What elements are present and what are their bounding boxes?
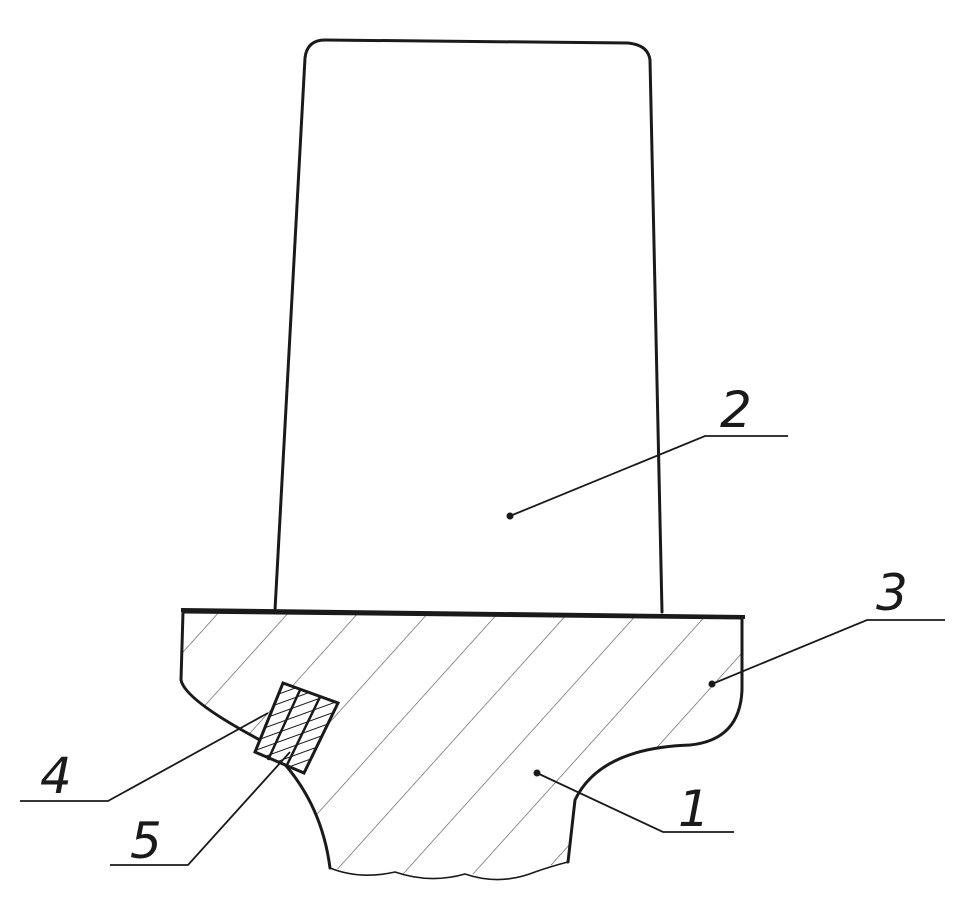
label-root: 1 bbox=[678, 780, 710, 838]
label-blade: 2 bbox=[720, 381, 752, 439]
blade-airfoil bbox=[273, 38, 664, 614]
label-insert-inner: 5 bbox=[130, 812, 162, 870]
label-platform: 3 bbox=[876, 564, 908, 622]
insert-assembly bbox=[253, 681, 341, 775]
label-insert-outer: 4 bbox=[40, 747, 72, 805]
leader-lines bbox=[20, 435, 945, 866]
